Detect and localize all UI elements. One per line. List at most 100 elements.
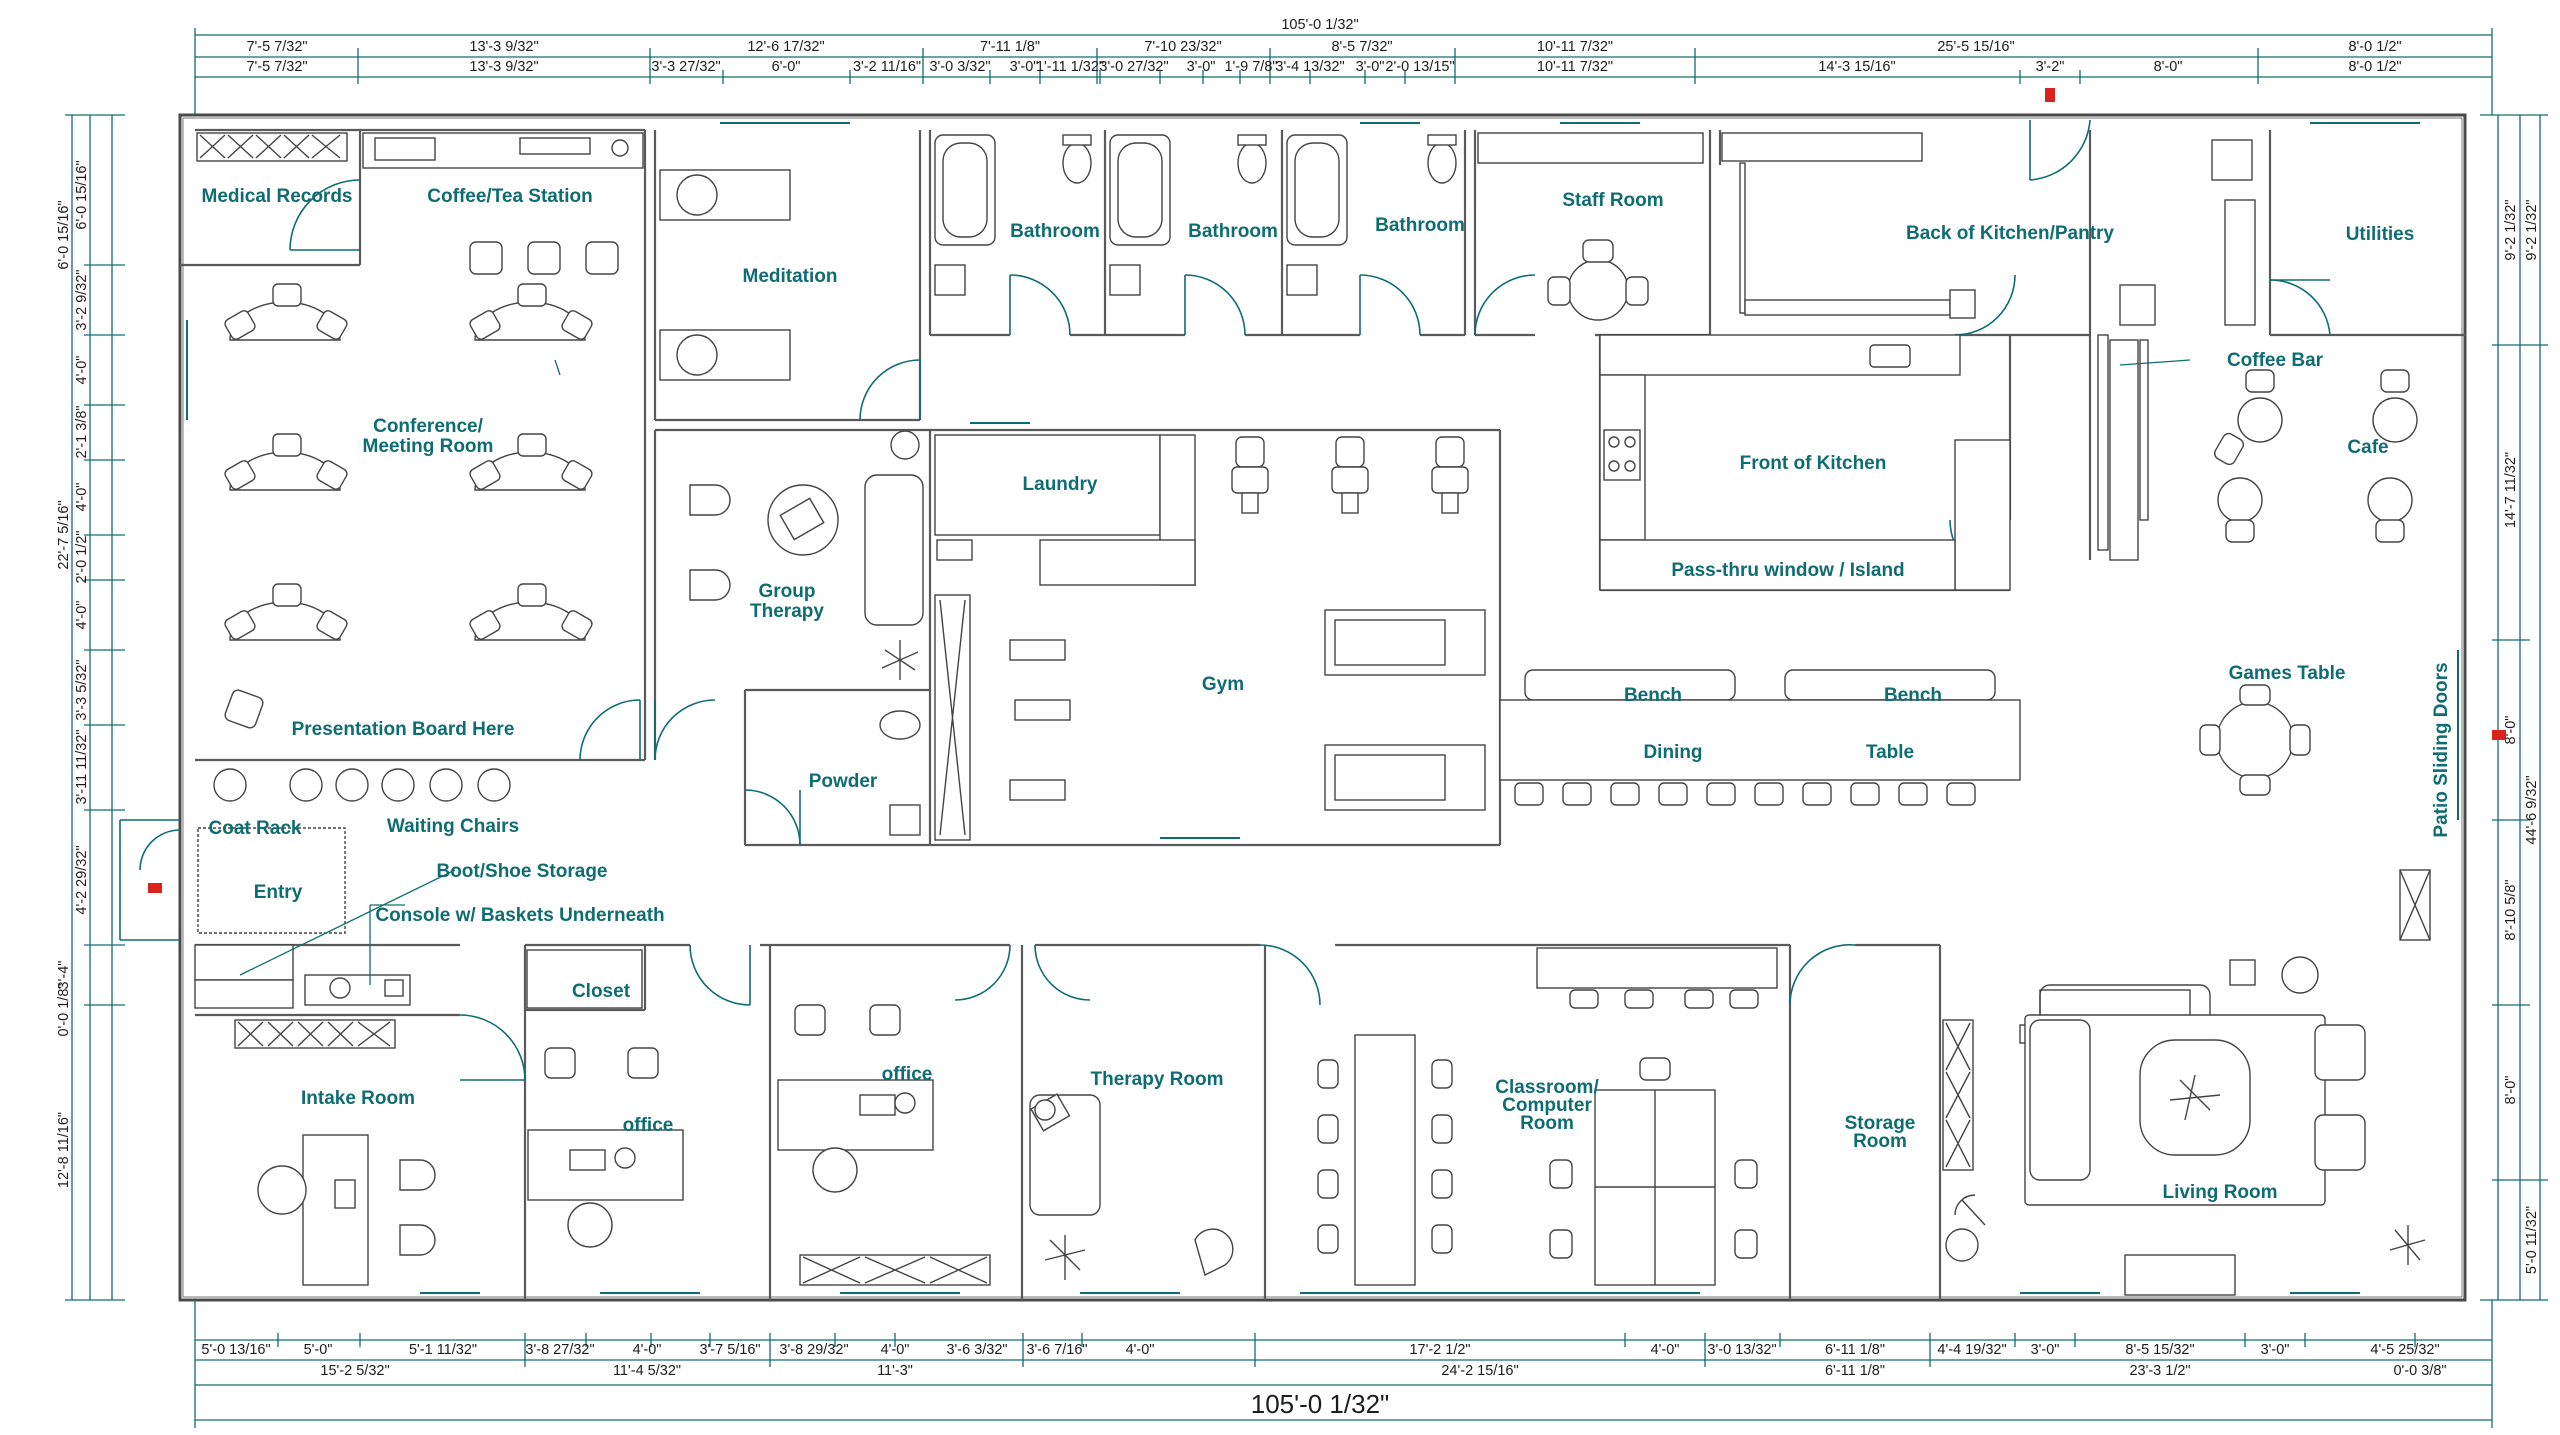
top-dimensions: 105'-0 1/32" 7'-5 7/32" 13'-3 9/32" 12'-…	[194, 17, 2493, 115]
label-patio-doors: Patio Sliding Doors	[2431, 662, 2452, 837]
dim-left-inner-5: 4'-0"	[74, 483, 90, 512]
dim-bottom-18: 8'-5 15/32"	[2125, 1342, 2194, 1358]
storage-shelves	[1942, 1019, 1986, 1262]
dim-top2-3: 3'-3 27/32"	[651, 59, 720, 75]
dim-right-outer-2: 44'-6 9/32"	[2524, 775, 2540, 844]
dim-top2-12: 3'-4 13/32"	[1275, 59, 1344, 75]
label-living-room: Living Room	[2162, 1182, 2277, 1203]
exit-arrow-icon	[2045, 88, 2055, 102]
label-entry: Entry	[254, 882, 303, 903]
dim-left-outer-4: 12'-8 11/16"	[56, 1112, 72, 1188]
coffee-tea-counter	[362, 132, 644, 169]
label-presentation: Presentation Board Here	[292, 719, 515, 740]
intake-furniture	[234, 1019, 436, 1286]
label-bench-1: Bench	[1624, 685, 1682, 706]
label-bathroom-1: Bathroom	[1010, 221, 1100, 242]
label-staff-room: Staff Room	[1562, 190, 1663, 211]
dim-right-outer-1: 9'-2 1/32"	[2524, 199, 2540, 260]
dim-left-overall: 22'-7 5/16"	[56, 500, 72, 569]
label-games-table: Games Table	[2229, 663, 2346, 684]
dim-top2-4: 6'-0"	[772, 59, 801, 75]
label-front-kitchen: Front of Kitchen	[1740, 453, 1887, 474]
dim-bottom-15: 6'-11 1/8"	[1825, 1342, 1885, 1358]
dim-bottom-17: 3'-0"	[2031, 1342, 2060, 1358]
entry-furniture	[194, 768, 511, 1009]
games-table	[2199, 684, 2311, 796]
dim-top-overall: 105'-0 1/32"	[1281, 17, 1358, 33]
dim-top2-5: 3'-2 11/16"	[853, 59, 921, 75]
dim-bottom-overall: 105'-0 1/32"	[1251, 1389, 1390, 1419]
patio-arrow-icon	[2492, 730, 2506, 740]
label-classroom-1: Classroom/	[1495, 1077, 1599, 1098]
dim-top-8: 25'-5 15/16"	[1937, 39, 2014, 55]
dim-bottom-13: 4'-0"	[1651, 1342, 1680, 1358]
dim-top-5: 7'-10 23/32"	[1144, 39, 1221, 55]
dim-bottom2-6: 23'-3 1/2"	[2129, 1363, 2190, 1379]
dim-left-inner-4: 2'-1 3/8"	[74, 405, 90, 458]
dim-left-inner-10: 4'-2 29/32"	[74, 845, 90, 914]
dim-top2-18: 8'-0"	[2154, 59, 2183, 75]
dim-left-inner-3: 4'-0"	[74, 356, 90, 385]
label-console: Console w/ Baskets Underneath	[375, 905, 664, 926]
dim-top2-2: 13'-3 9/32"	[469, 59, 538, 75]
dim-bottom2-7: 0'-0 3/8"	[2393, 1363, 2446, 1379]
dim-left-outer-3: 0'-0 1/8"	[56, 983, 72, 1036]
label-laundry: Laundry	[1023, 474, 1098, 495]
dim-bottom-12: 17'-2 1/2"	[1409, 1342, 1470, 1358]
left-dimensions: 6'-0 15/16" 22'-7 5/16" 3'-4" 0'-0 1/8" …	[56, 114, 125, 1301]
office-right-furniture	[777, 1004, 991, 1286]
dining-furniture	[1499, 669, 2021, 806]
label-classroom-2: Computer	[1502, 1095, 1592, 1116]
dim-left-inner-9: 3'-11 11/32"	[74, 729, 90, 804]
label-therapy-room: Therapy Room	[1090, 1069, 1223, 1090]
dim-top2-14: 2'-0 13/15"	[1385, 59, 1454, 75]
room-labels: Medical Records Coffee/Tea Station Confe…	[202, 186, 2453, 1203]
windows	[186, 122, 2459, 1294]
label-office-2: office	[882, 1064, 933, 1085]
dim-right-inner-2: 14'-7 11/32"	[2503, 452, 2519, 528]
right-dimensions: 9'-2 1/32" 14'-7 11/32" 8'-0" 8'-10 5/8"…	[2480, 114, 2548, 1301]
pantry-furniture	[1721, 132, 2256, 551]
bathroom-fixtures	[934, 134, 1457, 296]
label-waiting-chairs: Waiting Chairs	[387, 816, 519, 837]
label-boot-storage: Boot/Shoe Storage	[436, 861, 607, 882]
dim-bottom-20: 4'-5 25/32"	[2370, 1342, 2439, 1358]
office-left-furniture	[527, 1047, 684, 1248]
staff-room-furniture	[1477, 132, 1704, 321]
bottom-dimensions: 5'-0 13/16" 5'-0" 5'-1 11/32" 3'-8 27/32…	[194, 1300, 2493, 1428]
conference-tables	[224, 283, 593, 729]
label-coffee-bar: Coffee Bar	[2227, 350, 2324, 371]
label-gym: Gym	[1202, 674, 1244, 695]
label-pass-thru: Pass-thru window / Island	[1671, 560, 1904, 581]
dim-top-7: 10'-11 7/32"	[1537, 39, 1613, 55]
dim-top2-8: 1'-11 1/32"	[1036, 59, 1104, 75]
exit-markers	[148, 88, 2506, 893]
classroom-furniture	[1317, 947, 1778, 1286]
label-conference-2: Meeting Room	[363, 436, 494, 457]
label-powder: Powder	[809, 771, 878, 792]
dim-top2-9: 3'-0 27/32"	[1099, 59, 1168, 75]
group-therapy-furniture	[689, 430, 924, 680]
label-meditation: Meditation	[743, 266, 838, 287]
dim-bottom-7: 3'-8 29/32"	[779, 1342, 848, 1358]
label-bathroom-2: Bathroom	[1188, 221, 1278, 242]
exterior-walls	[178, 113, 2467, 1302]
dim-top2-6: 3'-0 3/32"	[929, 59, 990, 75]
dim-left-inner-6: 2'-0 1/2"	[74, 530, 90, 583]
label-table: Table	[1866, 742, 1914, 763]
dim-bottom-14: 3'-0 13/32"	[1707, 1342, 1776, 1358]
dim-left-inner-1: 6'-0 15/16"	[74, 160, 90, 229]
dim-bottom-5: 4'-0"	[633, 1342, 662, 1358]
dim-top2-11: 1'-9 7/8"	[1224, 59, 1277, 75]
doors	[119, 119, 2331, 1081]
powder-fixtures	[879, 710, 921, 836]
dim-top2-13: 3'-0"	[1356, 59, 1385, 75]
dim-top2-19: 8'-0 1/2"	[2348, 59, 2401, 75]
dim-top-3: 12'-6 17/32"	[747, 39, 824, 55]
label-classroom-3: Room	[1520, 1113, 1574, 1134]
dim-right-inner-3: 8'-0"	[2503, 716, 2519, 745]
label-conference-1: Conference/	[373, 416, 484, 437]
dim-left-outer-2: 3'-4"	[56, 961, 72, 990]
laundry-furniture	[934, 434, 1196, 586]
